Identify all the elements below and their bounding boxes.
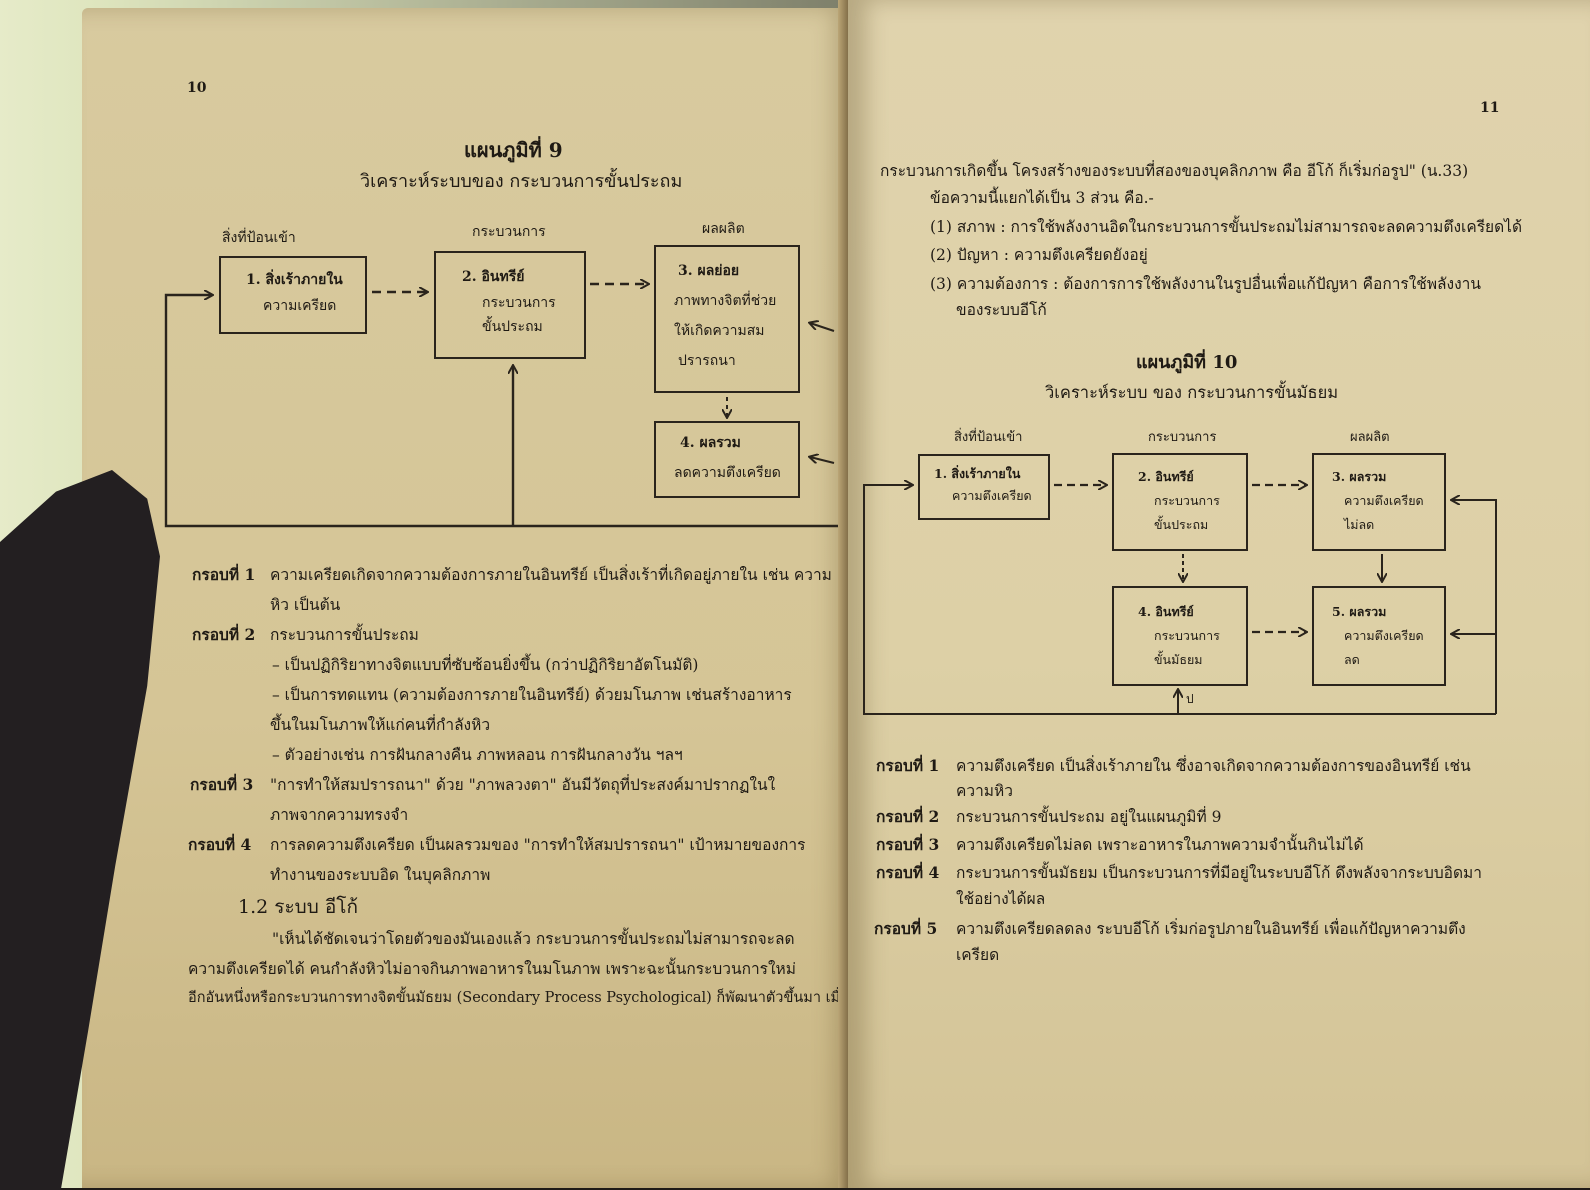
- header-process: กระบวนการ: [472, 224, 546, 240]
- page-number: 11: [1480, 100, 1500, 116]
- note-text: ความตึงเครียดไม่ลด เพราะอาหารในภาพความจำ…: [956, 836, 1364, 854]
- box-text: ลด: [1344, 652, 1360, 667]
- box-organism: 2. อินทรีย์ กระบวนการ ขั้นประถม: [434, 251, 586, 359]
- note-text: ความเครียดเกิดจากความต้องการภายในอินทรีย…: [270, 566, 832, 584]
- note-text: การลดความตึงเครียด เป็นผลรวมของ "การทำให…: [270, 836, 806, 854]
- paragraph-line: ความตึงเครียดได้ คนกำลังหิวไม่อาจกินภาพอ…: [188, 960, 796, 978]
- box-label: 5. ผลรวม: [1332, 604, 1387, 619]
- box-text: ขั้นมัธยม: [1154, 652, 1203, 667]
- box-text: ความตึงเครียด: [1344, 493, 1424, 508]
- box-partial-result: 3. ผลย่อย ภาพทางจิตที่ช่วย ให้เกิดความสม…: [654, 245, 800, 393]
- note-text: กระบวนการขั้นประถม อยู่ในแผนภูมิที่ 9: [956, 808, 1222, 826]
- box-label: 4. ผลรวม: [680, 435, 741, 451]
- left-page: 10 แผนภูมิที่ 9 วิเคราะห์ระบบของ กระบวนก…: [82, 8, 852, 1188]
- box-label: 3. ผลย่อย: [678, 263, 740, 279]
- page-number: 10: [187, 80, 207, 96]
- note-text: กระบวนการขั้นมัธยม เป็นกระบวนการที่มีอยู…: [956, 864, 1482, 882]
- box-result-reduced: 5. ผลรวม ความตึงเครียด ลด: [1312, 586, 1446, 686]
- note-label: กรอบที่ 1: [876, 756, 940, 775]
- box-stimulus: 1. สิ่งเร้าภายใน ความเครียด: [219, 256, 367, 334]
- paragraph-line: อีกอันหนึ่งหรือกระบวนการทางจิตขั้นมัธยม …: [188, 990, 849, 1006]
- header-process: กระบวนการ: [1148, 430, 1217, 445]
- note-text: ใช้อย่างได้ผล: [956, 890, 1046, 908]
- note-label: กรอบที่ 4: [876, 863, 940, 882]
- box-label: 1. สิ่งเร้าภายใน: [246, 272, 343, 288]
- box-text: ความตึงเครียด: [1344, 628, 1424, 643]
- note-text: ความตึงเครียดลดลง ระบบอีโก้ เริ่มก่อรูปภ…: [956, 920, 1466, 938]
- intro-line: ของระบบอีโก้: [956, 301, 1047, 319]
- note-label: กรอบที่ 4: [188, 835, 252, 854]
- handwritten-mark: ป: [1186, 692, 1194, 706]
- box-label: 1. สิ่งเร้าภายใน: [934, 466, 1021, 481]
- right-page: 11 กระบวนการเกิดขึ้น โครงสร้างของระบบที่…: [848, 0, 1590, 1188]
- box-organism-primary: 2. อินทรีย์ กระบวนการ ขั้นประถม: [1112, 453, 1248, 551]
- header-input: สิ่งที่ป้อนเข้า: [954, 430, 1023, 445]
- box-label: 2. อินทรีย์: [1138, 469, 1194, 484]
- box-text: ขั้นประถม: [482, 319, 543, 335]
- intro-line: ข้อความนี้แยกได้เป็น 3 ส่วน คือ.-: [930, 189, 1154, 207]
- note-text: – เป็นปฏิกิริยาทางจิตแบบที่ซับซ้อนยิ่งขึ…: [272, 656, 699, 674]
- box-text: ลดความตึงเครียด: [674, 465, 781, 481]
- intro-line: (3) ความต้องการ : ต้องการการใช้พลังงานใน…: [930, 275, 1481, 293]
- diagram-subtitle: วิเคราะห์ระบบ ของ กระบวนการขั้นมัธยม: [1045, 383, 1339, 402]
- box-text: ความตึงเครียด: [952, 488, 1032, 503]
- intro-line: (2) ปัญหา : ความตึงเครียดยังอยู่: [930, 246, 1148, 264]
- note-label: กรอบที่ 3: [190, 775, 254, 794]
- diagram-subtitle: วิเคราะห์ระบบของ กระบวนการขั้นประถม: [360, 171, 683, 192]
- box-text: ให้เกิดความสม: [674, 323, 765, 339]
- box-label: 4. อินทรีย์: [1138, 604, 1194, 619]
- header-output: ผลผลิต: [702, 221, 745, 237]
- section-heading: 1.2 ระบบ อีโก้: [238, 896, 358, 918]
- box-text: ขั้นประถม: [1154, 517, 1209, 532]
- box-text: ปรารถนา: [678, 353, 736, 369]
- box-total-result: 4. ผลรวม ลดความตึงเครียด: [654, 421, 800, 498]
- box-text: ไม่ลด: [1344, 517, 1375, 532]
- note-text: เครียด: [956, 946, 1000, 964]
- box-text: กระบวนการ: [1154, 493, 1220, 508]
- box-organism-secondary: 4. อินทรีย์ กระบวนการ ขั้นมัธยม: [1112, 586, 1248, 686]
- note-text: กระบวนการขั้นประถม: [270, 626, 419, 644]
- note-text: หิว เป็นต้น: [270, 596, 341, 614]
- box-label: 3. ผลรวม: [1332, 469, 1387, 484]
- note-label: กรอบที่ 5: [874, 919, 938, 938]
- note-text: "การทำให้สมปรารถนา" ด้วย "ภาพลวงตา" อันม…: [270, 776, 776, 794]
- note-text: ความหิว: [956, 782, 1013, 800]
- box-label: 2. อินทรีย์: [462, 269, 525, 285]
- note-label: กรอบที่ 1: [192, 565, 256, 584]
- note-text: ความตึงเครียด เป็นสิ่งเร้าภายใน ซึ่งอาจเ…: [956, 757, 1471, 775]
- diagram-connectors: [164, 8, 842, 528]
- note-label: กรอบที่ 2: [192, 625, 256, 644]
- header-input: สิ่งที่ป้อนเข้า: [222, 230, 296, 246]
- diagram-caption: แผนภูมิที่ 10: [1136, 352, 1238, 373]
- note-text: ขึ้นในมโนภาพให้แก่คนที่กำลังหิว: [270, 716, 491, 734]
- paragraph-line: "เห็นได้ชัดเจนว่าโดยตัวของมันเองแล้ว กระ…: [272, 930, 795, 948]
- box-text: ภาพทางจิตที่ช่วย: [674, 293, 777, 309]
- box-text: กระบวนการ: [482, 295, 556, 311]
- intro-line: กระบวนการเกิดขึ้น โครงสร้างของระบบที่สอง…: [880, 162, 1469, 180]
- note-text: – ตัวอย่างเช่น การฝันกลางคืน ภาพหลอน การ…: [272, 746, 683, 764]
- header-output: ผลผลิต: [1350, 430, 1390, 445]
- box-result-not-reduced: 3. ผลรวม ความตึงเครียด ไม่ลด: [1312, 453, 1446, 551]
- intro-line: (1) สภาพ : การใช้พลังงานอิดในกระบวนการขั…: [930, 218, 1523, 236]
- note-text: – เป็นการทดแทน (ความต้องการภายในอินทรีย์…: [272, 686, 792, 704]
- note-label: กรอบที่ 3: [876, 835, 940, 854]
- diagram-connectors: [863, 0, 1497, 715]
- diagram-caption: แผนภูมิที่ 9: [464, 138, 563, 162]
- note-text: ภาพจากความทรงจำ: [270, 806, 409, 824]
- box-text: กระบวนการ: [1154, 628, 1220, 643]
- box-text: ความเครียด: [263, 298, 337, 314]
- note-text: ทำงานของระบบอิด ในบุคลิกภาพ: [270, 866, 491, 884]
- box-stimulus: 1. สิ่งเร้าภายใน ความตึงเครียด: [918, 454, 1050, 520]
- note-label: กรอบที่ 2: [876, 807, 940, 826]
